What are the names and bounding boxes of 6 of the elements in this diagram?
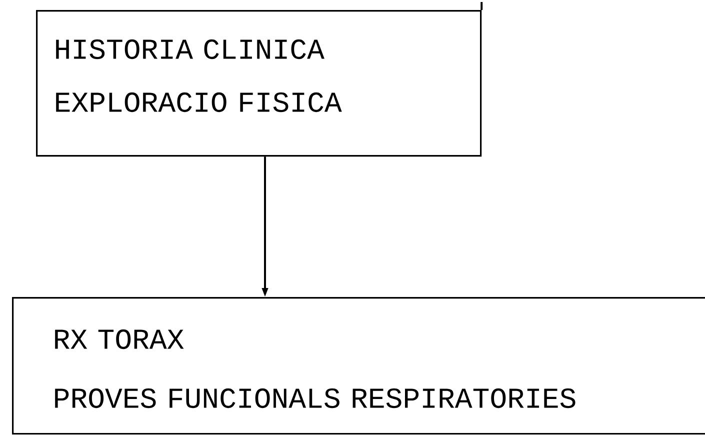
box-text: HISTORIA CLINICA [56, 39, 324, 60]
process-box [12, 297, 705, 435]
process-box [36, 10, 482, 157]
box-text: RX TORAX [55, 329, 184, 350]
box-text: PROVES FUNCIONALS RESPIRATORIES [55, 388, 576, 408]
box-text: EXPLORACIO FISICA [56, 92, 342, 112]
